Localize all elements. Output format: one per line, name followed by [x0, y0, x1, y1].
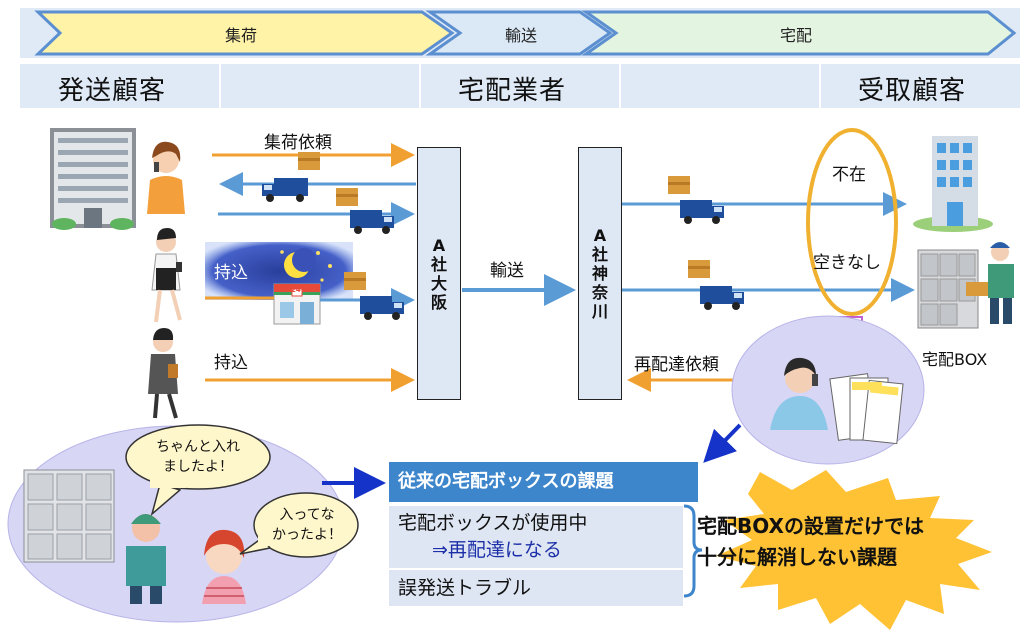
convenience-store-icon — [273, 283, 321, 325]
businesswoman-icon — [148, 328, 178, 419]
delivery-truck-icon — [262, 178, 308, 202]
phase-label-transport: 輸送 — [505, 26, 538, 45]
phase-collect-chevron — [34, 10, 455, 56]
issues-title: 従来の宅配ボックスの課題 — [389, 462, 698, 502]
flow-label-drop-off-store: 持込 — [214, 263, 248, 283]
issue-item-misdelivery: 誤発送トラブル — [389, 570, 683, 606]
walking-woman-icon — [151, 228, 182, 323]
delivery-truck-icon — [360, 296, 404, 320]
actor-carrier: 宅配業者 — [458, 76, 567, 106]
woman-calling-icon — [770, 357, 828, 430]
office-building-icon — [913, 136, 993, 232]
delivery-box-caption: 宅配BOX — [922, 350, 988, 369]
moon-icon — [280, 248, 332, 282]
receiver-state-highlight — [806, 128, 898, 316]
absence-notice-icon — [829, 373, 904, 445]
woman-phone-icon — [147, 141, 185, 214]
driver-speech-bubble — [125, 424, 271, 490]
package-icon — [688, 260, 710, 278]
package-icon — [344, 272, 366, 290]
flow-label-drop-off-direct: 持込 — [214, 353, 248, 373]
delivery-truck-icon — [700, 286, 744, 310]
phase-label-delivery: 宅配 — [780, 26, 813, 45]
issue-item-sub: ⇒再配達になる — [432, 539, 562, 561]
state-no-vacancy: 空きなし — [813, 253, 881, 273]
flow-label-pickup-request: 集荷依頼 — [264, 133, 332, 153]
caller-to-issues-arrow — [703, 423, 742, 463]
apartment-building-icon — [50, 128, 136, 230]
customer-speech: 入ってなかったよ！ — [272, 507, 342, 543]
angry-driver-icon — [126, 514, 166, 604]
phase-label-collect: 集荷 — [225, 26, 258, 45]
locker-bank-icon — [23, 469, 115, 563]
package-icon — [336, 188, 358, 206]
delivery-worker-icon — [966, 242, 1014, 324]
actor-receiver: 受取顧客 — [858, 76, 967, 106]
issue-item-text: 宅配ボックスが使用中 — [398, 512, 588, 534]
phase-transport-chevron — [425, 10, 613, 56]
issue-brace — [683, 504, 703, 598]
delivery-truck-icon — [680, 200, 724, 224]
flow-label-redelivery-request: 再配達依頼 — [634, 355, 719, 375]
flow-label-transport: 輸送 — [490, 261, 524, 281]
phase-delivery-chevron — [581, 10, 1017, 56]
delivery-truck-icon — [350, 210, 394, 234]
store-sign: 24 — [291, 286, 301, 294]
package-icon — [668, 176, 690, 194]
actor-sender: 発送顧客 — [58, 76, 167, 106]
actor-band — [20, 64, 1020, 108]
issue-item-box-in-use: 宅配ボックスが使用中 ⇒再配達になる — [389, 506, 683, 568]
state-absent: 不在 — [832, 165, 866, 185]
conclusion-burst — [716, 470, 992, 630]
angry-customer-icon — [202, 529, 246, 604]
package-icon — [298, 152, 320, 170]
conclusion-text: 宅配BOXの設置だけでは十分に解消しない課題 — [697, 514, 924, 569]
driver-speech: ちゃんと入れましたよ！ — [156, 439, 240, 475]
customer-speech-bubble — [253, 492, 359, 558]
